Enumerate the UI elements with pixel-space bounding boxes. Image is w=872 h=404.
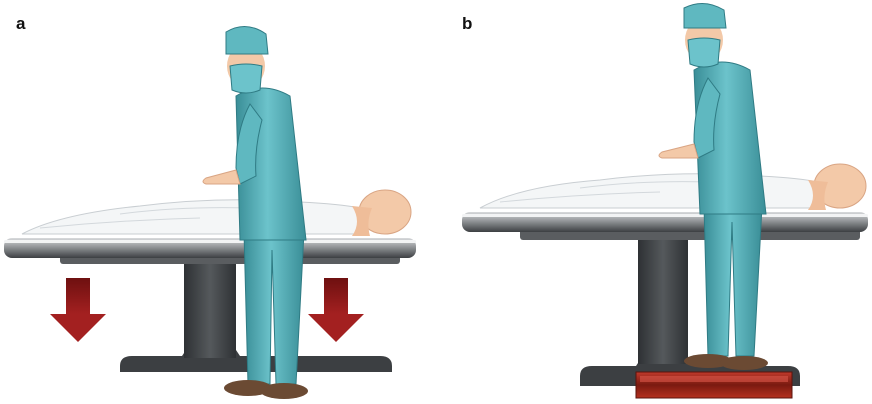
operating-table xyxy=(462,164,868,386)
patient-figure xyxy=(22,190,411,236)
panel-a xyxy=(4,26,416,399)
panel-b xyxy=(462,3,868,398)
down-arrow-icon xyxy=(50,278,106,342)
operating-table xyxy=(4,190,416,372)
step-platform xyxy=(636,372,792,398)
patient-figure xyxy=(480,164,866,210)
down-arrow-icon xyxy=(308,278,364,342)
